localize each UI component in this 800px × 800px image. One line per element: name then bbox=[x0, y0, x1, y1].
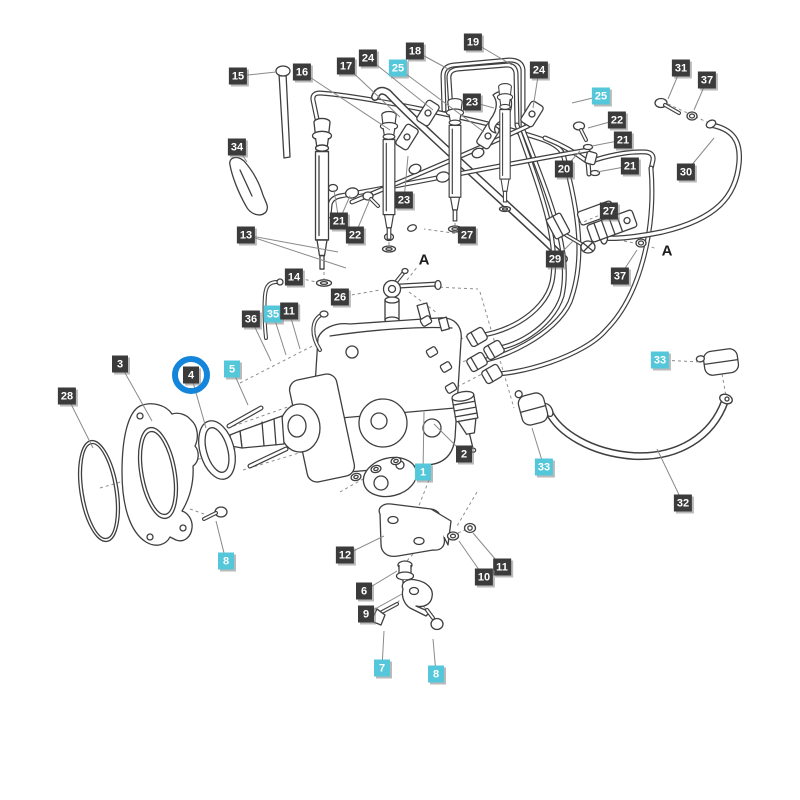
part-badge-31[interactable]: 31 bbox=[671, 59, 691, 77]
part-badge-34[interactable]: 34 bbox=[227, 138, 247, 156]
part-badge-8[interactable]: 8 bbox=[218, 552, 234, 570]
part-badge-36[interactable]: 36 bbox=[241, 310, 261, 328]
leader-line bbox=[245, 234, 347, 269]
solenoid bbox=[451, 390, 479, 453]
part-badge-20[interactable]: 20 bbox=[554, 160, 574, 178]
ref-letter-A: A bbox=[418, 251, 430, 269]
leader-line bbox=[367, 57, 434, 111]
part-badge-5[interactable]: 5 bbox=[224, 360, 240, 378]
part-badge-22[interactable]: 22 bbox=[607, 111, 627, 129]
part-badge-12[interactable]: 12 bbox=[335, 546, 355, 564]
leader-line bbox=[345, 65, 401, 118]
leader-line bbox=[301, 71, 391, 131]
banjo-fitting bbox=[382, 267, 442, 324]
part-badge-7[interactable]: 7 bbox=[374, 659, 390, 677]
part-badge-24[interactable]: 24 bbox=[529, 61, 549, 79]
part-badge-14[interactable]: 14 bbox=[284, 268, 304, 286]
fuel-pipes bbox=[310, 57, 743, 461]
part-badge-19[interactable]: 19 bbox=[463, 33, 483, 51]
part-badge-21[interactable]: 21 bbox=[329, 212, 349, 230]
leader-line bbox=[656, 448, 684, 504]
part-badge-21[interactable]: 21 bbox=[613, 131, 633, 149]
part-badge-21[interactable]: 21 bbox=[620, 157, 640, 175]
part-badge-18[interactable]: 18 bbox=[405, 42, 425, 60]
part-badge-27[interactable]: 27 bbox=[599, 202, 619, 220]
part-badge-24[interactable]: 24 bbox=[358, 49, 378, 67]
part-badge-37[interactable]: 37 bbox=[697, 71, 717, 89]
leader-line bbox=[397, 67, 485, 133]
part-badge-30[interactable]: 30 bbox=[676, 163, 696, 181]
part-badge-29[interactable]: 29 bbox=[545, 250, 565, 268]
part-badge-32[interactable]: 32 bbox=[673, 494, 693, 512]
part-badge-6[interactable]: 6 bbox=[356, 582, 372, 600]
part-badge-25[interactable]: 25 bbox=[591, 87, 611, 105]
part-badge-10[interactable]: 10 bbox=[474, 568, 494, 586]
part-badge-16[interactable]: 16 bbox=[292, 63, 312, 81]
part-badge-3[interactable]: 3 bbox=[112, 355, 128, 373]
part-badge-17[interactable]: 17 bbox=[336, 57, 356, 75]
part-badge-9[interactable]: 9 bbox=[358, 605, 374, 623]
part-badge-11[interactable]: 11 bbox=[280, 302, 298, 320]
part-badge-37[interactable]: 37 bbox=[610, 267, 630, 285]
part-badge-23[interactable]: 23 bbox=[462, 93, 482, 111]
part-badge-8[interactable]: 8 bbox=[428, 665, 444, 683]
leader-line bbox=[422, 411, 425, 473]
part-badge-26[interactable]: 26 bbox=[330, 288, 350, 306]
leader-line bbox=[119, 363, 153, 422]
leader-line bbox=[293, 276, 317, 283]
ref-letter-A: A bbox=[661, 242, 673, 260]
part-badge-22[interactable]: 22 bbox=[345, 226, 365, 244]
hose-group-right bbox=[514, 348, 740, 426]
leader-line bbox=[245, 234, 339, 253]
part-badge-33[interactable]: 33 bbox=[650, 351, 670, 369]
part-badge-35[interactable]: 35 bbox=[263, 305, 283, 323]
part-badge-4-highlighted[interactable]: 4 bbox=[183, 366, 199, 384]
part-badge-1[interactable]: 1 bbox=[415, 463, 431, 481]
part-badge-27[interactable]: 27 bbox=[457, 226, 477, 244]
part-badge-33[interactable]: 33 bbox=[534, 458, 554, 476]
part-badge-28[interactable]: 28 bbox=[57, 387, 77, 405]
part-badge-11[interactable]: 11 bbox=[493, 558, 511, 576]
part-badge-2[interactable]: 2 bbox=[456, 445, 472, 463]
part-badge-15[interactable]: 15 bbox=[228, 67, 248, 85]
mounting-group-left bbox=[77, 403, 289, 546]
part-badge-13[interactable]: 13 bbox=[236, 226, 256, 244]
part-badge-25[interactable]: 25 bbox=[388, 59, 408, 77]
leader-line bbox=[190, 374, 207, 429]
stud-and-lever bbox=[229, 65, 291, 216]
part-badge-23[interactable]: 23 bbox=[394, 191, 414, 209]
leader-line bbox=[66, 395, 94, 449]
